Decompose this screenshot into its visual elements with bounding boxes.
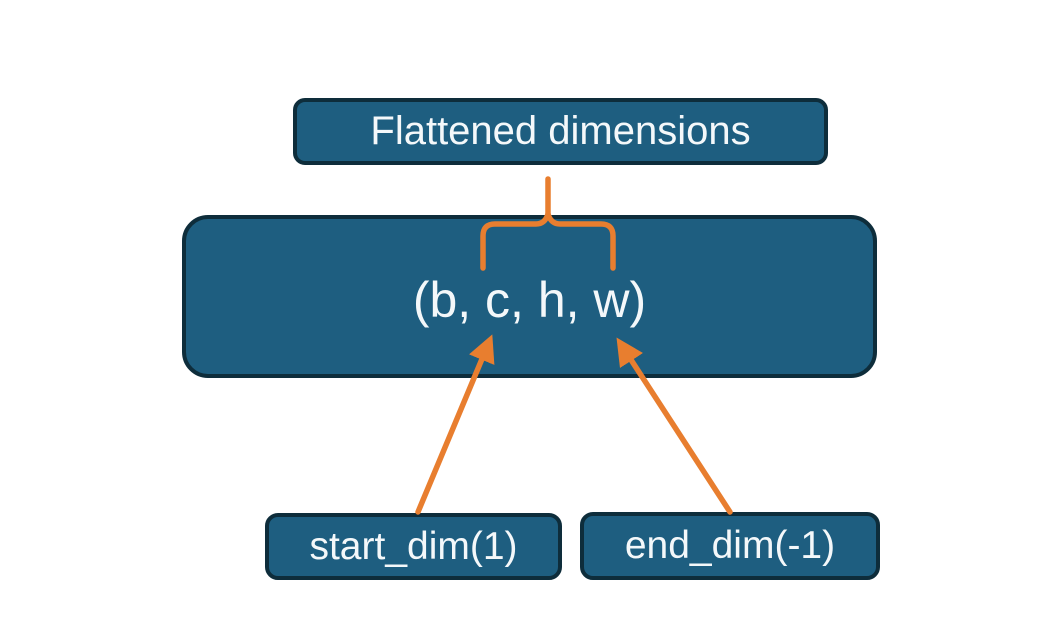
end-dim-box: end_dim(-1) <box>580 512 880 580</box>
flattened-dimensions-box: Flattened dimensions <box>293 98 828 165</box>
start-dim-label: start_dim(1) <box>309 524 518 568</box>
tensor-shape-label: (b, c, h, w) <box>412 271 647 328</box>
end-dim-label: end_dim(-1) <box>624 524 836 567</box>
flattened-dimensions-label: Flattened dimensions <box>370 109 751 153</box>
tensor-shape-box: (b, c, h, w) <box>182 215 877 378</box>
start-dim-box: start_dim(1) <box>265 513 562 580</box>
